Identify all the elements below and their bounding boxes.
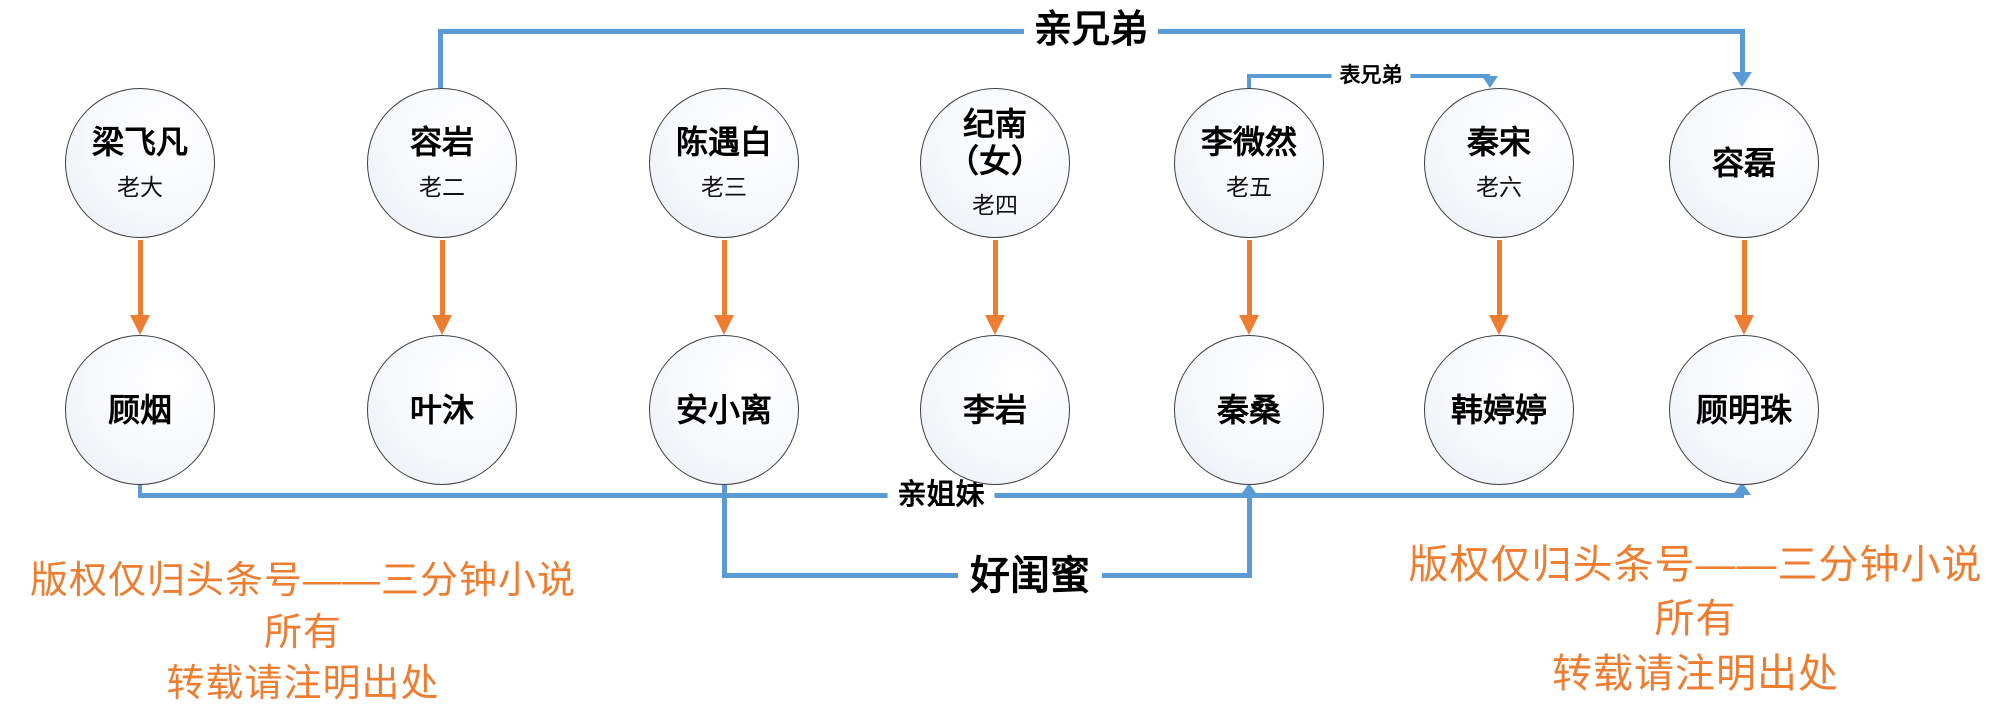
person-name: 秦宋 <box>1466 124 1531 161</box>
node-qinsang: 秦桑 <box>1174 335 1324 485</box>
besties-label: 好闺蜜 <box>958 555 1102 597</box>
besties-connector-left <box>722 483 727 578</box>
node-hantingting: 韩婷婷 <box>1424 335 1574 485</box>
watermark-line: 所有 <box>263 611 342 654</box>
node-ronglei: 容磊 <box>1669 88 1819 238</box>
node-liangfeifan: 梁飞凡 老大 <box>65 88 215 238</box>
pair-arrowhead-icon <box>432 315 452 335</box>
brothers-arrowhead-icon <box>1732 72 1752 87</box>
person-name: 安小离 <box>675 391 772 428</box>
pair-arrowhead-icon <box>1239 315 1259 335</box>
person-name: 陈遇白 <box>675 124 772 161</box>
node-qinsong: 秦宋 老六 <box>1424 88 1574 238</box>
node-guyan: 顾烟 <box>65 335 215 485</box>
node-rongyan: 容岩 老二 <box>367 88 517 238</box>
person-rank: 老三 <box>701 173 747 200</box>
node-jinan: 纪南 （女） 老四 <box>920 88 1070 238</box>
watermark-line: 所有 <box>1654 597 1737 642</box>
sisters-connector-stub <box>138 483 142 496</box>
node-liweiran: 李微然 老五 <box>1174 88 1324 238</box>
person-name: 秦桑 <box>1216 391 1281 428</box>
person-name: 李微然 <box>1200 124 1297 161</box>
pair-arrow-3 <box>722 240 727 316</box>
person-name: 叶沐 <box>409 391 474 428</box>
person-name: 纪南 （女） <box>946 105 1043 179</box>
node-yemu: 叶沐 <box>367 335 517 485</box>
person-name: 顾烟 <box>107 391 172 428</box>
sisters-label: 亲姐妹 <box>887 479 995 510</box>
pair-arrow-1 <box>138 240 143 316</box>
watermark-line: 版权仅归头条号——三分钟小说 <box>29 560 576 602</box>
person-rank: 老大 <box>117 173 163 200</box>
node-anxiaoli: 安小离 <box>649 335 799 485</box>
pair-arrow-4 <box>993 240 998 316</box>
pair-arrow-7 <box>1742 240 1747 316</box>
pair-arrow-2 <box>440 240 445 316</box>
cousins-label: 表兄弟 <box>1331 64 1411 88</box>
pair-arrowhead-icon <box>714 315 734 335</box>
node-gumingzhu: 顾明珠 <box>1669 335 1819 485</box>
watermark-line: 版权仅归头条号——三分钟小说 <box>1408 543 1983 587</box>
person-name: 容磊 <box>1711 144 1776 181</box>
person-name: 顾明珠 <box>1695 391 1792 428</box>
pair-arrowhead-icon <box>1734 315 1754 335</box>
besties-arrowhead-icon <box>1240 483 1258 496</box>
pair-arrow-6 <box>1497 240 1502 316</box>
watermark-right: 版权仅归头条号——三分钟小说 所有 转载请注明出处 <box>1398 538 1993 701</box>
brothers-connector-drop <box>1740 29 1745 74</box>
person-rank: 老二 <box>419 173 465 200</box>
person-name: 梁飞凡 <box>91 124 188 161</box>
person-name: 李岩 <box>962 391 1027 428</box>
person-rank: 老五 <box>1226 173 1272 200</box>
person-rank: 老六 <box>1476 173 1522 200</box>
person-name: 容岩 <box>409 124 474 161</box>
watermark-line: 转载请注明出处 <box>1552 651 1839 696</box>
pair-arrowhead-icon <box>130 315 150 335</box>
cousins-connector-stub <box>1247 74 1251 88</box>
pair-arrowhead-icon <box>985 315 1005 335</box>
besties-connector-right <box>1247 496 1252 574</box>
person-rank: 老四 <box>972 192 1018 219</box>
brothers-connector-stub <box>438 29 443 88</box>
node-chenyubai: 陈遇白 老三 <box>649 88 799 238</box>
sisters-arrowhead-icon <box>1733 482 1751 495</box>
watermark-left: 版权仅归头条号——三分钟小说 所有 转载请注明出处 <box>18 556 588 711</box>
cousins-arrowhead-icon <box>1482 76 1498 88</box>
person-name: 韩婷婷 <box>1450 391 1547 428</box>
brothers-label: 亲兄弟 <box>1023 10 1159 51</box>
pair-arrow-5 <box>1247 240 1252 316</box>
watermark-line: 转载请注明出处 <box>166 663 440 706</box>
pair-arrowhead-icon <box>1489 315 1509 335</box>
node-liyan: 李岩 <box>920 335 1070 485</box>
